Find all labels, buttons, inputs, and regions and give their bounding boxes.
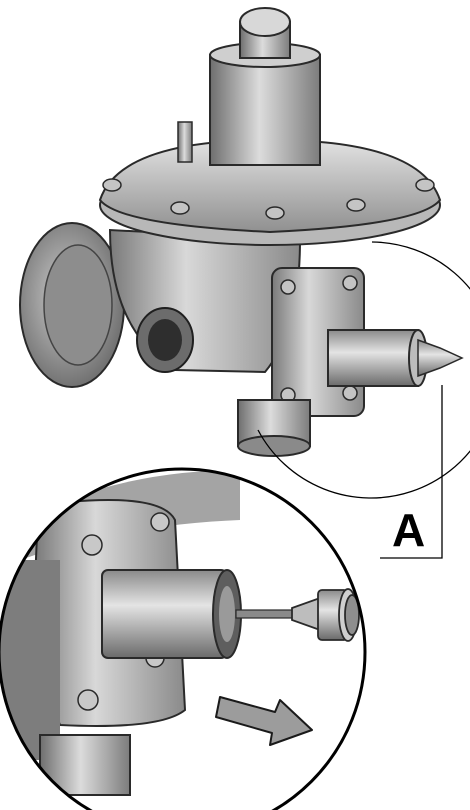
regulator-main	[19, 7, 464, 457]
flange-bolts	[102, 178, 435, 220]
direction-arrow	[215, 696, 313, 746]
detail-stem	[235, 609, 299, 619]
detail-view	[0, 467, 367, 810]
callout-leader	[380, 385, 443, 559]
actuator-cylinder	[327, 329, 419, 387]
nozzle-tip	[417, 338, 464, 378]
callout-circle	[257, 241, 470, 499]
callout-label: A	[392, 504, 426, 556]
detail-circle-outline	[0, 467, 367, 810]
removed-nozzle	[291, 588, 360, 642]
top-cap	[239, 7, 291, 37]
spring-housing	[209, 54, 321, 166]
detail-cylinder	[101, 569, 228, 659]
